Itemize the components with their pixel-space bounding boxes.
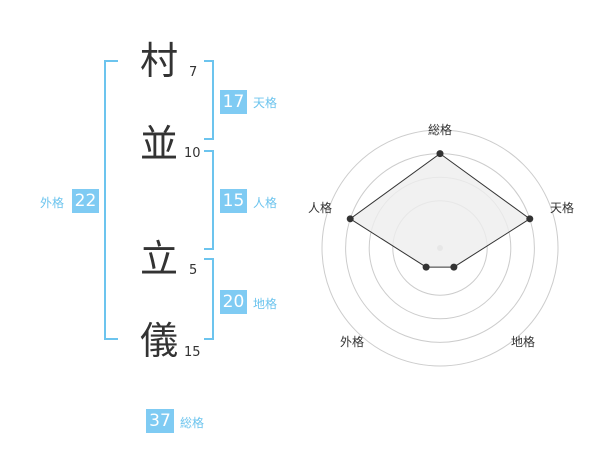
- chikaku-bracket-vertical: [212, 258, 214, 340]
- gaikaku-score-badge: 22: [72, 189, 99, 213]
- gaikaku-bracket-bottom: [104, 338, 118, 340]
- chikaku-label: 地格: [253, 297, 278, 311]
- tenkaku-score-badge: 17: [220, 90, 247, 114]
- chikaku-bracket-bottom: [204, 338, 214, 340]
- gaikaku-bracket-top: [104, 60, 118, 62]
- jinkaku-bracket-vertical: [212, 150, 214, 250]
- gaikaku-bracket-vertical: [104, 60, 106, 340]
- radar-axis-label-jinkaku: 人格: [308, 201, 333, 215]
- name-char-4: 儀: [140, 319, 179, 363]
- radar-series-polygon: [349, 152, 531, 268]
- gaikaku-label: 外格: [40, 196, 65, 210]
- jinkaku-bracket-top: [204, 150, 214, 152]
- tenkaku-bracket-vertical: [212, 60, 214, 140]
- radar-point-4: [422, 263, 430, 271]
- radar-axis-label-gaikaku: 外格: [340, 335, 365, 349]
- jinkaku-score-badge: 15: [220, 189, 247, 213]
- stroke-count-1: 7: [189, 65, 198, 80]
- stroke-count-2: 10: [184, 146, 201, 161]
- tenkaku-bracket-bottom: [204, 138, 214, 140]
- chikaku-bracket-top: [204, 258, 214, 260]
- name-char-2: 並: [140, 122, 179, 166]
- radar-ring: [321, 129, 559, 367]
- tenkaku-bracket-top: [204, 60, 214, 62]
- stroke-count-4: 15: [184, 345, 201, 360]
- radar-point-3: [450, 263, 458, 271]
- jinkaku-bracket-bottom: [204, 248, 214, 250]
- soukaku-label: 総格: [180, 416, 205, 430]
- soukaku-score-badge: 37: [146, 409, 174, 433]
- radar-axis-label-chikaku: 地格: [511, 335, 536, 349]
- radar-point-5: [346, 215, 354, 223]
- jinkaku-label: 人格: [253, 196, 278, 210]
- name-char-1: 村: [140, 39, 179, 83]
- name-char-3: 立: [140, 237, 179, 281]
- radar-axis-label-soukaku: 総格: [428, 123, 453, 137]
- radar-point-1: [436, 150, 444, 158]
- radar-point-2: [526, 215, 534, 223]
- stroke-count-3: 5: [189, 263, 198, 278]
- radar-axis-label-tenkaku: 天格: [550, 201, 575, 215]
- chikaku-score-badge: 20: [220, 290, 247, 314]
- tenkaku-label: 天格: [253, 96, 278, 110]
